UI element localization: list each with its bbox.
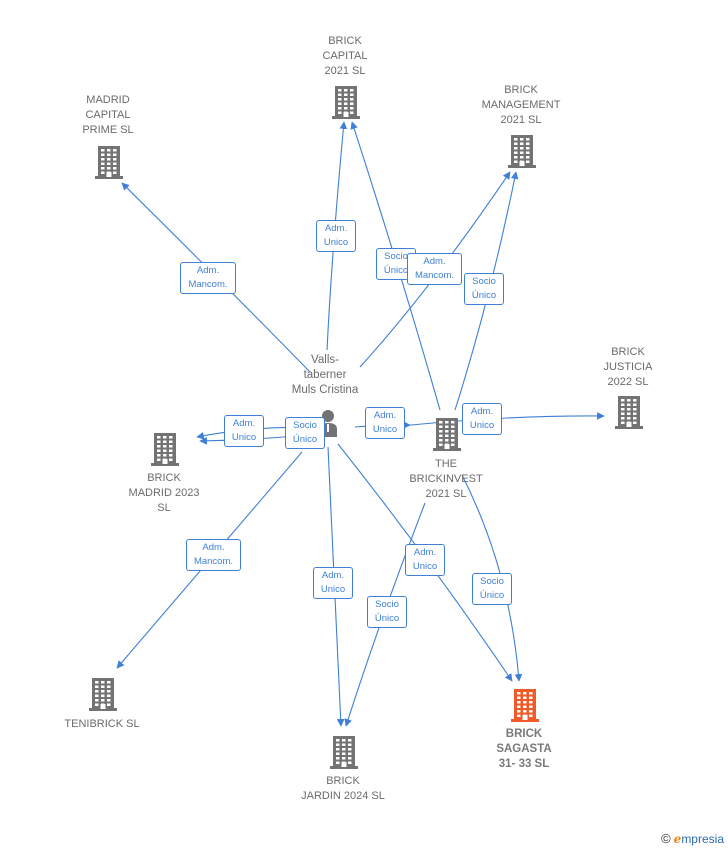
- edge-label-adm-unico-brick-jardin: Adm. Unico: [313, 567, 353, 599]
- edge-label-adm-unico-brick-justicia: Adm. Unico: [462, 403, 502, 435]
- company-label-brick-capital: BRICK CAPITAL 2021 SL: [322, 35, 368, 77]
- edge-label-socio-unico-brick-management: Socio Único: [464, 273, 504, 305]
- footer-brand[interactable]: ©empresia: [661, 831, 724, 846]
- copyright-symbol: ©: [661, 831, 671, 846]
- building-icon-brick-management[interactable]: [507, 134, 537, 168]
- building-icon-brick-justicia[interactable]: [614, 395, 644, 429]
- edge-label-socio-unico-brick-jardin: Socio Único: [367, 596, 407, 628]
- edge-label-adm-unico-brick-sagasta: Adm. Unico: [405, 544, 445, 576]
- building-icon-brick-capital[interactable]: [331, 85, 361, 119]
- company-label-brick-madrid: BRICK MADRID 2023 SL: [128, 472, 200, 514]
- person-label: Valls- taberner Muls Cristina: [291, 354, 359, 396]
- edge-label-socio-unico-brick-sagasta: Socio Único: [472, 573, 512, 605]
- edge-label-adm-mancom-madrid-capital: Adm. Mancom.: [180, 262, 236, 294]
- building-icon-tenibrick[interactable]: [88, 677, 118, 711]
- edge-label-adm-unico-brick-capital: Adm. Unico: [316, 220, 356, 252]
- company-label-brick-justicia: BRICK JUSTICIA 2022 SL: [603, 346, 653, 388]
- brand-logo-text: mpresia: [681, 832, 724, 846]
- edge-label-adm-mancom-tenibrick: Adm. Mancom.: [186, 539, 241, 571]
- company-label-madrid-capital: MADRID CAPITAL PRIME SL: [82, 94, 134, 136]
- building-icon-brick-jardin[interactable]: [329, 735, 359, 769]
- company-label-tenibrick: TENIBRICK SL: [64, 718, 140, 730]
- brand-logo-e: e: [673, 832, 682, 846]
- company-label-brick-sagasta: BRICK SAGASTA 31- 33 SL: [496, 728, 552, 770]
- edge-label-socio-unico-brick-madrid: Socio Único: [285, 417, 325, 449]
- edge-label-adm-unico-brickinvest: Adm. Unico: [365, 407, 405, 439]
- company-label-the-brickinvest: THE BRICKINVEST 2021 SL: [409, 458, 483, 500]
- edge-label-adm-unico-brick-madrid: Adm. Unico: [224, 415, 264, 447]
- company-label-brick-jardin: BRICK JARDIN 2024 SL: [301, 775, 385, 802]
- company-label-brick-management: BRICK MANAGEMENT 2021 SL: [481, 84, 561, 126]
- building-icon-madrid-capital[interactable]: [94, 145, 124, 179]
- building-icon-the-brickinvest[interactable]: [432, 417, 462, 451]
- building-icon-brick-madrid[interactable]: [150, 432, 180, 466]
- edge-label-adm-mancom-brick-management: Adm. Mancom.: [407, 253, 462, 285]
- building-icon-brick-sagasta[interactable]: [510, 688, 540, 722]
